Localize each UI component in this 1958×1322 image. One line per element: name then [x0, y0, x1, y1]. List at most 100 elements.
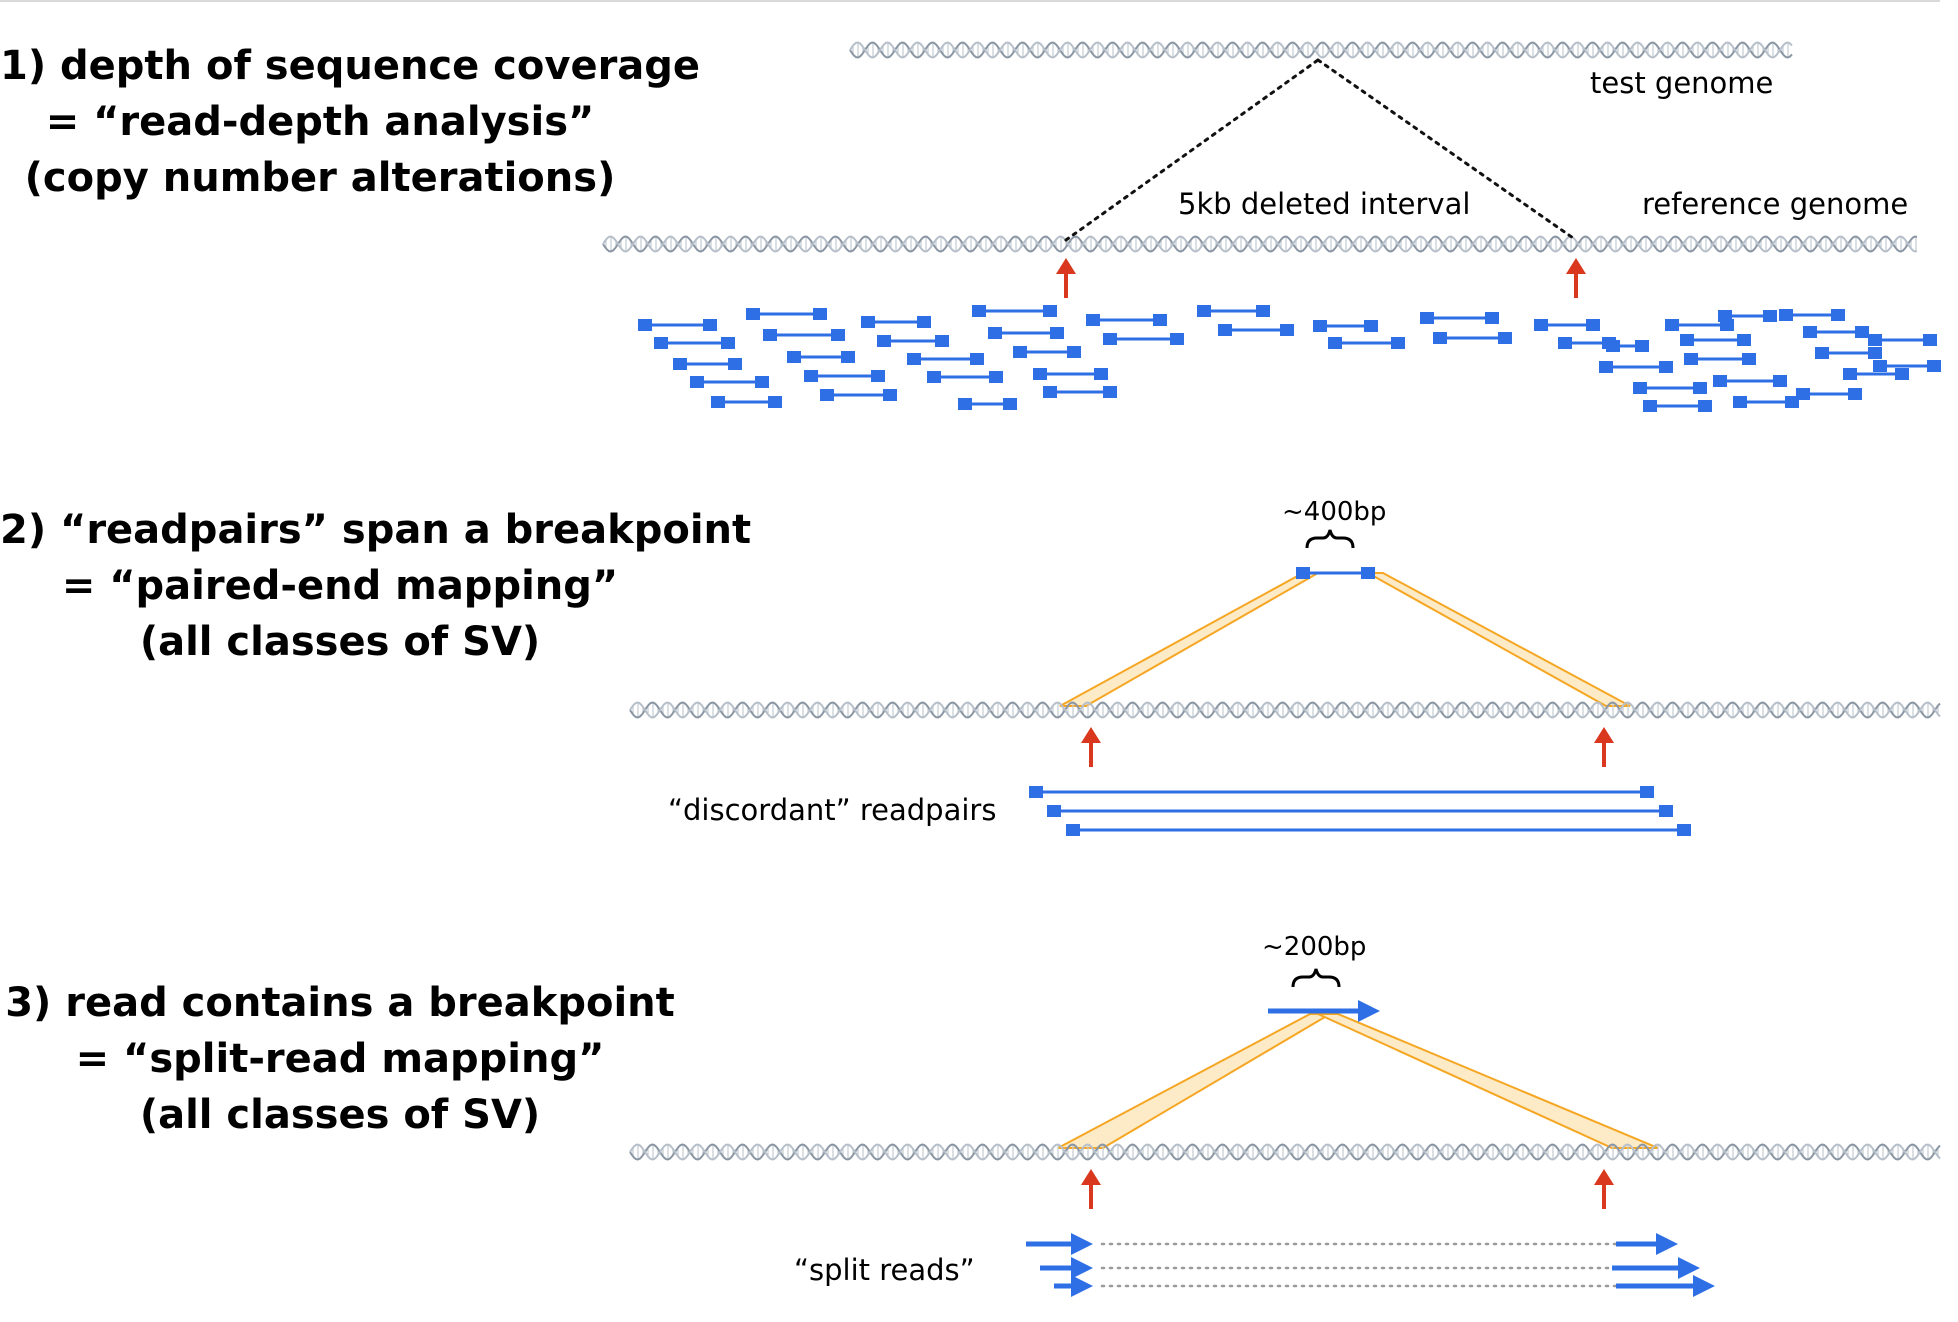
read-end: [1013, 346, 1027, 358]
read-end: [1737, 334, 1751, 346]
breakpoint-arrow-icon: [1081, 727, 1101, 767]
split-read-arrow-icon: [1040, 1257, 1093, 1279]
read-end: [972, 305, 986, 317]
deleted-interval-label: 5kb deleted interval: [1178, 187, 1470, 221]
read-end: [1328, 337, 1342, 349]
coverage-readpair-icon: [1033, 368, 1108, 380]
breakpoint-arrow-icon: [1594, 727, 1614, 767]
split-read-arrow-icon: [1612, 1257, 1700, 1279]
read-end: [1713, 375, 1727, 387]
read-end: [1742, 353, 1756, 365]
section-2-heading: 2) “readpairs” span a breakpoint = “pair…: [0, 502, 751, 670]
read-end: [1873, 360, 1887, 372]
insert-readpair-icon: [1296, 567, 1375, 579]
read-head: [1678, 1257, 1700, 1279]
read-end: [1420, 312, 1434, 324]
dna-strand: [629, 701, 1941, 719]
read-end: [1635, 340, 1649, 352]
coverage-readpair-icon: [1328, 337, 1405, 349]
read-end: [1066, 824, 1080, 836]
read-end: [1803, 326, 1817, 338]
read-end: [763, 329, 777, 341]
coverage-readpair-icon: [1218, 324, 1294, 336]
coverage-readpair-icon: [1680, 334, 1751, 346]
read-end: [1831, 309, 1845, 321]
dna-strand: [629, 1143, 1941, 1161]
arrow-head: [1594, 1169, 1614, 1185]
section-3-line-3: (all classes of SV): [139, 1092, 541, 1138]
read-end: [1773, 375, 1787, 387]
discordant-readpairs-label: “discordant” readpairs: [668, 793, 996, 827]
read-end: [917, 316, 931, 328]
read-end: [927, 371, 941, 383]
read-end: [1923, 334, 1937, 346]
read-end: [711, 396, 725, 408]
read-end: [1633, 382, 1647, 394]
coverage-readpair-icon: [654, 337, 735, 349]
read-end: [988, 327, 1002, 339]
read-end: [1313, 320, 1327, 332]
read-end: [989, 371, 1003, 383]
read-end: [1103, 386, 1117, 398]
test-genome-label: test genome: [1590, 66, 1773, 100]
coverage-readpair-icon: [1684, 353, 1756, 365]
insert-400-brace-icon: [1305, 529, 1355, 549]
read-end: [1043, 305, 1057, 317]
section-3-heading: 3) read contains a breakpoint = “split-r…: [0, 975, 680, 1143]
section-3-dna-helix-icon: [629, 1143, 1941, 1161]
read-end: [1498, 332, 1512, 344]
coverage-readpair-icon: [1606, 340, 1649, 352]
top-rule: [0, 0, 1940, 2]
split-read-arrow-icon: [1616, 1233, 1678, 1255]
read-end: [1868, 334, 1882, 346]
read-end: [1197, 305, 1211, 317]
read-end: [1296, 567, 1310, 579]
section-1-line-3: (copy number alterations): [24, 155, 616, 201]
read-end: [721, 337, 735, 349]
dna-strand: [849, 41, 1793, 59]
read-end: [861, 316, 875, 328]
read-end: [1843, 368, 1857, 380]
read-end: [1153, 314, 1167, 326]
breakpoint-arrow-icon: [1594, 1169, 1614, 1209]
coverage-readpair-icon: [1713, 375, 1787, 387]
coverage-readpair-icon: [746, 308, 827, 320]
coverage-readpair-icon: [1433, 332, 1512, 344]
coverage-readpair-icon: [972, 305, 1057, 317]
read-end: [958, 398, 972, 410]
read-end: [1043, 386, 1057, 398]
read-end: [907, 353, 921, 365]
section-2-line-2: = “paired-end mapping”: [61, 563, 619, 609]
read-end: [1067, 346, 1081, 358]
coverage-readpair-icon: [1803, 326, 1869, 338]
read-end: [820, 389, 834, 401]
coverage-readpair-icon: [1420, 312, 1499, 324]
read-end: [1170, 333, 1184, 345]
coverage-readpair-icon: [1197, 305, 1270, 317]
read-end: [1029, 786, 1043, 798]
coverage-readpair-icon: [1013, 346, 1081, 358]
coverage-readpair-icon: [1873, 360, 1941, 372]
deletion-guide-line: [1064, 58, 1320, 242]
read-end: [1534, 319, 1548, 331]
read-end: [1779, 309, 1793, 321]
arrow-head: [1081, 1169, 1101, 1185]
read-end: [1659, 361, 1673, 373]
read-end: [638, 319, 652, 331]
coverage-readpair-icon: [1643, 400, 1712, 412]
read-end: [1680, 334, 1694, 346]
read-end: [746, 308, 760, 320]
read-end: [654, 337, 668, 349]
read-end: [1698, 400, 1712, 412]
section-3-line-2: = “split-read mapping”: [75, 1036, 605, 1082]
coverage-readpair-icon: [638, 319, 717, 331]
read-end: [1895, 368, 1909, 380]
coverage-readpair-icon: [877, 335, 949, 347]
read-end: [1433, 332, 1447, 344]
arrow-head: [1081, 727, 1101, 743]
discordant-readpair-icon: [1047, 805, 1673, 817]
read-end: [1763, 310, 1777, 322]
right-mapping-band: [1364, 572, 1631, 707]
read-end: [1684, 353, 1698, 365]
read-end: [1047, 805, 1061, 817]
